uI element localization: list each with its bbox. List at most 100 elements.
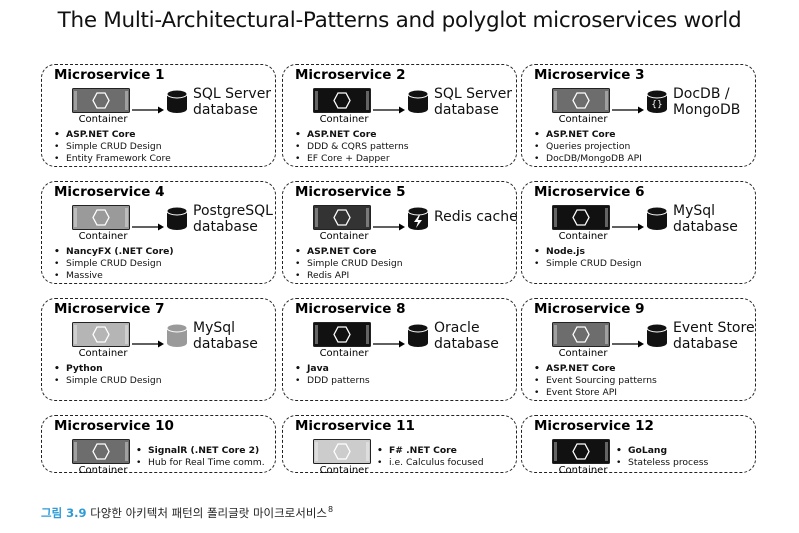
feature-item: DDD & CQRS patterns	[295, 141, 409, 153]
microservice-title: Microservice 11	[295, 418, 415, 434]
container-icon	[72, 322, 130, 347]
database-icon	[166, 323, 188, 348]
microservice-title: Microservice 2	[295, 67, 406, 83]
database-label-line: DocDB /	[673, 86, 730, 102]
container-icon	[72, 88, 130, 113]
arrow-icon	[132, 333, 164, 348]
container-icon	[313, 322, 371, 347]
database-label-line: SQL Server	[193, 86, 272, 102]
microservice-title: Microservice 5	[295, 184, 406, 200]
container-label: Container	[319, 114, 369, 125]
feature-list: NancyFX (.NET Core)Simple CRUD DesignMas…	[54, 246, 174, 282]
database-label-line: Event Store	[673, 320, 755, 336]
database-label-line: database	[673, 219, 738, 235]
database-label-line: SQL Server	[434, 86, 513, 102]
container-icon	[313, 439, 371, 464]
microservice-box: Microservice 10ContainerSignalR (.NET Co…	[41, 415, 276, 476]
microservice-title: Microservice 7	[54, 301, 165, 317]
database-label-line: database	[193, 336, 258, 352]
container-label: Container	[78, 465, 128, 476]
database-label-line: database	[193, 102, 258, 118]
feature-list: PythonSimple CRUD Design	[54, 363, 162, 387]
container-label: Container	[319, 348, 369, 359]
feature-item: ASP.NET Core	[295, 129, 409, 141]
database-label-line: MySql	[673, 203, 716, 219]
microservice-box: Microservice 11ContainerF# .NET Corei.e.…	[282, 415, 517, 476]
microservice-title: Microservice 3	[534, 67, 645, 83]
database-label-line: MongoDB	[673, 102, 741, 118]
feature-item: Simple CRUD Design	[54, 375, 162, 387]
arrow-icon	[132, 216, 164, 231]
container-label: Container	[558, 348, 608, 359]
feature-item: Event Sourcing patterns	[534, 375, 657, 387]
arrow-icon	[612, 216, 644, 231]
feature-item: ASP.NET Core	[295, 246, 403, 258]
feature-item: Simple CRUD Design	[54, 258, 174, 270]
database-label-line: MySql	[193, 320, 236, 336]
arrow-icon	[373, 333, 405, 348]
arrow-icon	[132, 99, 164, 114]
feature-item: Event Store API	[534, 387, 657, 399]
container-icon	[552, 88, 610, 113]
feature-item: DocDB/MongoDB API	[534, 153, 642, 165]
container-label: Container	[558, 231, 608, 242]
feature-item: EF Core + Dapper	[295, 153, 409, 165]
feature-list: ASP.NET CoreSimple CRUD DesignEntity Fra…	[54, 129, 171, 165]
container-icon	[313, 88, 371, 113]
container-icon	[313, 205, 371, 230]
feature-list: ASP.NET CoreDDD & CQRS patternsEF Core +…	[295, 129, 409, 165]
feature-item: Massive	[54, 270, 174, 282]
microservice-box: Microservice 3 Container {} DocDB /MongoDB A…	[521, 64, 756, 167]
container-label: Container	[78, 231, 128, 242]
feature-list: Node.jsSimple CRUD Design	[534, 246, 642, 270]
feature-item: Entity Framework Core	[54, 153, 171, 165]
microservice-title: Microservice 9	[534, 301, 645, 317]
feature-item: Hub for Real Time comm.	[136, 457, 265, 469]
microservice-title: Microservice 6	[534, 184, 645, 200]
container-label: Container	[558, 114, 608, 125]
footnote-marker: 8	[328, 505, 334, 515]
feature-item: Simple CRUD Design	[534, 258, 642, 270]
database-icon	[646, 323, 668, 348]
database-icon	[407, 89, 429, 114]
database-label-line: Oracle	[434, 320, 480, 336]
microservice-box: Microservice 8ContainerOracledatabaseJav…	[282, 298, 517, 401]
feature-item: Simple CRUD Design	[54, 141, 171, 153]
container-icon	[552, 322, 610, 347]
feature-list: SignalR (.NET Core 2)Hub for Real Time c…	[136, 445, 265, 469]
diagram-title: The Multi-Architectural-Patterns and pol…	[57, 8, 742, 33]
feature-item: GoLang	[616, 445, 708, 457]
feature-list: ASP.NET CoreEvent Sourcing patternsEvent…	[534, 363, 657, 399]
feature-item: Simple CRUD Design	[295, 258, 403, 270]
container-label: Container	[78, 114, 128, 125]
database-label: Redis cache	[434, 209, 544, 225]
database-label-line: database	[434, 336, 499, 352]
feature-item: i.e. Calculus focused	[377, 457, 484, 469]
database-icon	[407, 206, 429, 231]
container-label: Container	[319, 231, 369, 242]
database-icon: {}	[646, 89, 668, 114]
feature-item: Queries projection	[534, 141, 642, 153]
container-icon	[72, 439, 130, 464]
feature-list: GoLangStateless process	[616, 445, 708, 469]
microservice-title: Microservice 12	[534, 418, 654, 434]
feature-list: F# .NET Corei.e. Calculus focused	[377, 445, 484, 469]
feature-item: SignalR (.NET Core 2)	[136, 445, 265, 457]
feature-item: Node.js	[534, 246, 642, 258]
feature-list: ASP.NET CoreQueries projectionDocDB/Mong…	[534, 129, 642, 165]
figure-number: 그림 3.9	[41, 506, 87, 520]
arrow-icon	[373, 99, 405, 114]
database-label-line: database	[193, 219, 258, 235]
feature-item: DDD patterns	[295, 375, 370, 387]
feature-item: NancyFX (.NET Core)	[54, 246, 174, 258]
arrow-icon	[612, 333, 644, 348]
